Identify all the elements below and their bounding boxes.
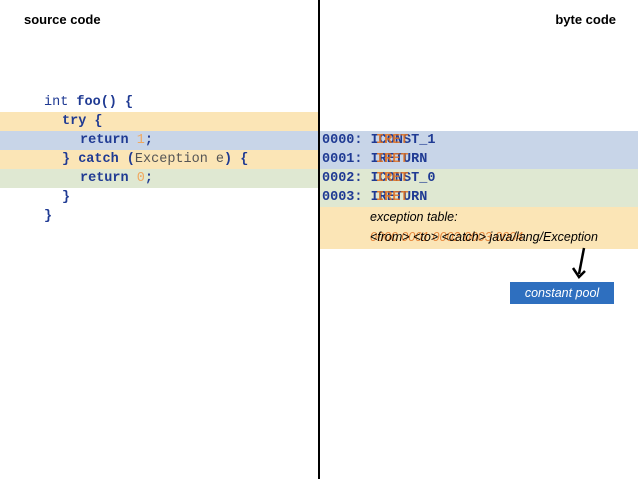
catch-band: [0, 150, 318, 169]
catch-keyword: } catch (: [62, 152, 135, 167]
bc-band-0: [320, 131, 638, 169]
catch-brace: ) {: [224, 152, 249, 167]
source-line-7: }: [44, 209, 53, 224]
bc-ghost-3: IRET: [376, 190, 409, 205]
source-line-4: } catch (Exception e) {: [62, 150, 248, 169]
return-value-1: 1: [136, 133, 145, 148]
foo-signature: foo() {: [76, 95, 134, 110]
exception-table-row: <from> <to> <catch> java/lang/Exception: [370, 230, 598, 244]
source-line-1: int foo() {: [44, 93, 133, 112]
bc-ghost-2: IRET: [376, 171, 409, 186]
source-line-3: return 1;: [80, 131, 153, 150]
bc-ghost-0: IRET: [376, 133, 409, 148]
bc-band-1: [320, 169, 638, 207]
return-keyword: return: [80, 133, 137, 148]
return-value-0: 0: [136, 171, 145, 186]
bc-addr-0: 0000:: [322, 133, 363, 148]
bc-ghost-1: IRET: [376, 152, 409, 167]
try-keyword: try: [62, 114, 87, 129]
arrow-to-constant-pool-icon: [571, 247, 586, 279]
exception-table-band: [320, 207, 638, 249]
return-keyword-2: return: [80, 171, 137, 186]
try-band: [0, 112, 318, 131]
bc-addr-3: 0003:: [322, 190, 363, 205]
bc-op-2: ICONST_0: [370, 171, 436, 186]
try-brace: {: [86, 114, 103, 129]
bc-op-3: IRETURN: [370, 190, 428, 205]
bc-addr-2: 0002:: [322, 171, 363, 186]
column-divider: [318, 0, 320, 479]
byte-code-header: byte code: [555, 12, 616, 27]
source-line-6: }: [62, 190, 71, 205]
exception-param: Exception e: [134, 152, 225, 167]
semicolon-2: ;: [144, 171, 153, 186]
exception-table-ghost-values: 0000 0001 0002 0003 0004: [370, 230, 523, 244]
source-line-2: try {: [62, 112, 103, 131]
exception-table-title: exception table:: [370, 210, 458, 224]
semicolon: ;: [144, 133, 153, 148]
source-code-header: source code: [24, 12, 101, 27]
source-line-5: return 0;: [80, 169, 153, 188]
return0-band: [0, 169, 318, 188]
constant-pool-box: constant pool: [510, 282, 614, 304]
bc-op-1: IRETURN: [370, 152, 428, 167]
return1-band: [0, 131, 318, 150]
bc-op-0: ICONST_1: [370, 133, 436, 148]
bc-addr-1: 0001:: [322, 152, 363, 167]
int-keyword: int: [44, 95, 77, 110]
